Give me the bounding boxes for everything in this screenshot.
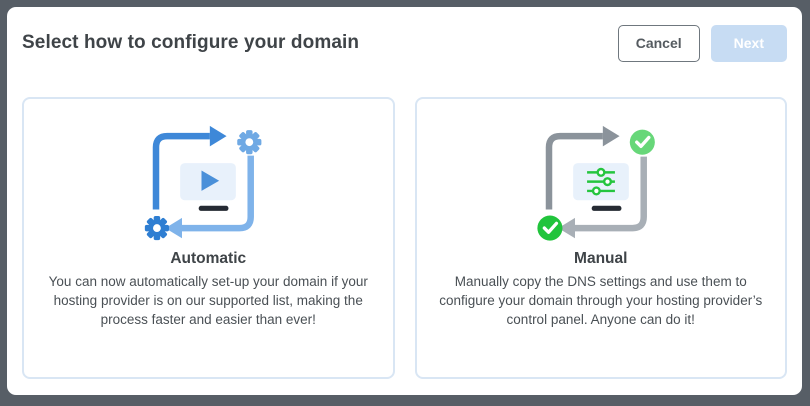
options-row: Automatic You can now automatically set-… [22, 97, 787, 379]
dialog-title: Select how to configure your domain [22, 32, 360, 53]
configure-domain-dialog: Select how to configure your domain Canc… [7, 7, 802, 395]
header-actions: Cancel Next [617, 24, 787, 62]
manual-option-card[interactable]: Manual Manually copy the DNS settings an… [414, 97, 787, 379]
dialog-header: Select how to configure your domain Canc… [22, 7, 787, 79]
automatic-option-card[interactable]: Automatic You can now automatically set-… [22, 97, 395, 379]
next-button[interactable]: Next [710, 24, 787, 62]
card-description: You can now automatically set-up your do… [48, 274, 368, 327]
card-description: Manually copy the DNS settings and use t… [439, 274, 763, 327]
manual-dns-check-cycle-icon [537, 125, 655, 241]
cancel-button[interactable]: Cancel [617, 24, 700, 62]
card-title: Automatic [170, 250, 247, 267]
card-title: Manual [574, 250, 628, 267]
automatic-sync-cycle-icon [145, 125, 262, 241]
